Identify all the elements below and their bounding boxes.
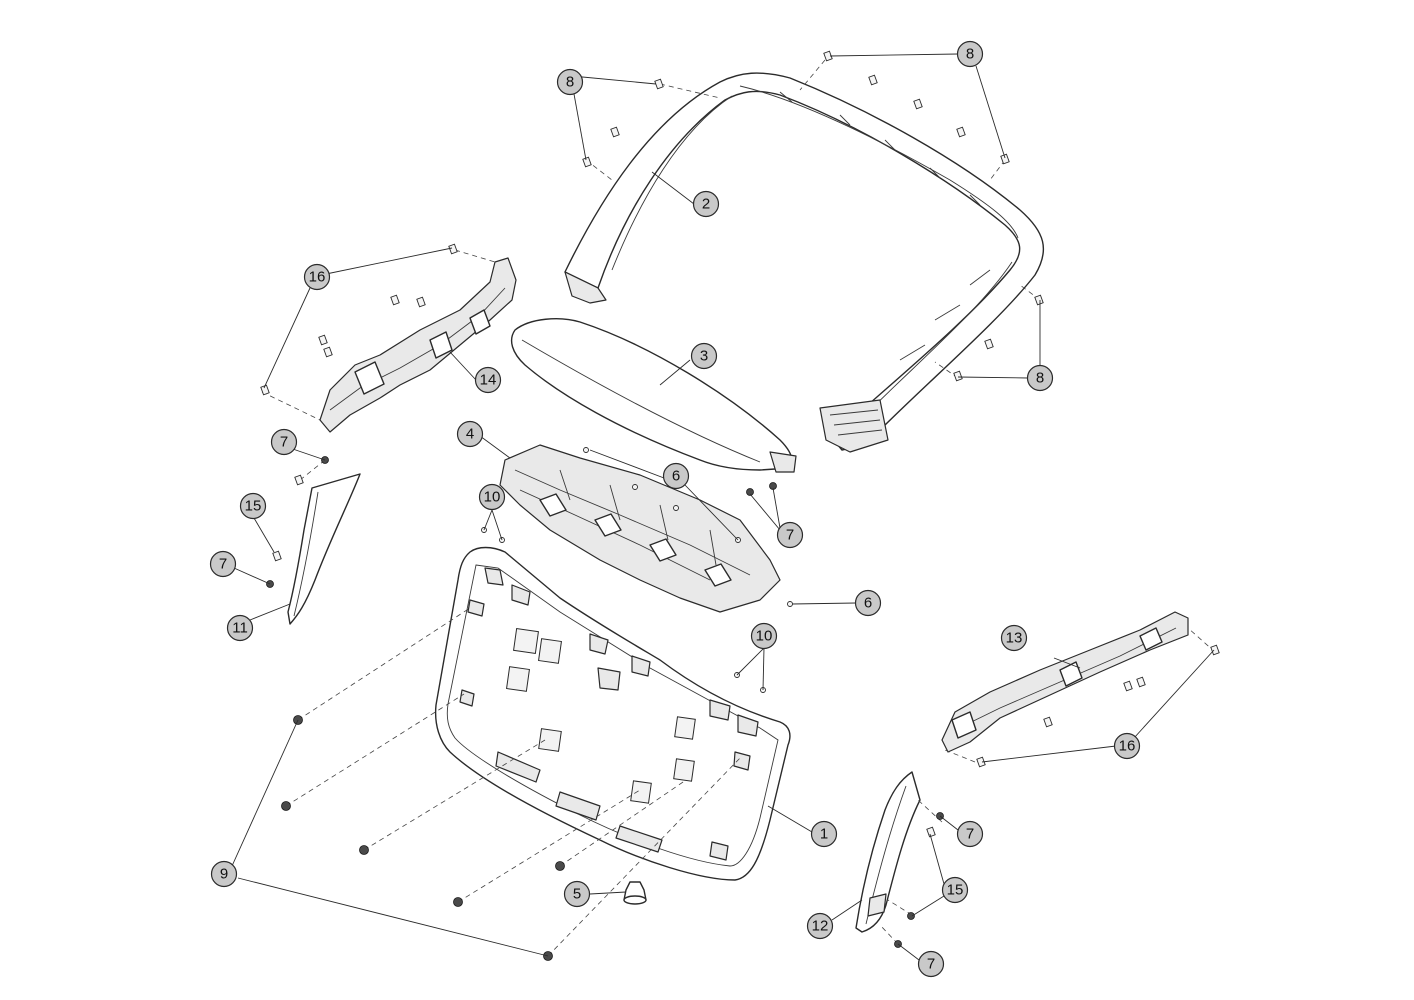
callout-label: 3 (700, 348, 708, 365)
callout-16-right: 16 (1113, 732, 1141, 760)
callout-label: 12 (812, 918, 829, 935)
callout-15-right: 15 (941, 876, 969, 904)
callout-label: 7 (927, 956, 935, 973)
callout-label: 1 (820, 826, 828, 843)
callout-label: 7 (786, 527, 794, 544)
callout-12: 12 (806, 912, 834, 940)
callout-8-top-left: 8 (556, 68, 584, 96)
callout-7-right-upper: 7 (956, 820, 984, 848)
callout-10-right: 10 (750, 622, 778, 650)
upper-spoiler-panel (510, 318, 797, 473)
callout-label: 2 (702, 196, 710, 213)
lower-tailgate-trim-panel (434, 546, 791, 881)
leader-lines (231, 53, 1215, 961)
fasteners (260, 50, 1220, 961)
callout-7-center: 7 (776, 521, 804, 549)
right-pillar-trim (855, 771, 921, 933)
callout-label: 6 (672, 468, 680, 485)
left-side-bracket (319, 257, 517, 433)
callout-label: 7 (219, 556, 227, 573)
callout-label: 13 (1006, 630, 1023, 647)
callout-label: 7 (280, 434, 288, 451)
reinforcement-bracket (499, 444, 781, 613)
callout-1: 1 (810, 820, 838, 848)
callout-3: 3 (690, 342, 718, 370)
assembly-lines (261, 59, 1216, 957)
right-side-bracket (941, 611, 1189, 753)
callout-label: 16 (1119, 738, 1136, 755)
callout-label: 8 (966, 46, 974, 63)
callout-7-left-upper: 7 (270, 428, 298, 456)
callout-label: 14 (480, 372, 497, 389)
callout-5: 5 (563, 880, 591, 908)
center-bumper (623, 881, 647, 905)
callout-label: 9 (220, 866, 228, 883)
callout-label: 15 (947, 882, 964, 899)
callout-label: 16 (309, 269, 326, 286)
callout-6-upper: 6 (662, 462, 690, 490)
callout-16-left: 16 (303, 263, 331, 291)
callout-label: 8 (566, 74, 574, 91)
callout-label: 6 (864, 595, 872, 612)
callout-11: 11 (226, 614, 254, 642)
callout-7-left-lower: 7 (209, 550, 237, 578)
callout-label: 8 (1036, 370, 1044, 387)
callout-13: 13 (1000, 624, 1028, 652)
callout-label: 15 (245, 498, 262, 515)
callout-9: 9 (210, 860, 238, 888)
callout-15-left: 15 (239, 492, 267, 520)
callout-7-right-lower: 7 (917, 950, 945, 978)
callout-8-top-right: 8 (956, 40, 984, 68)
callout-14: 14 (474, 366, 502, 394)
callout-label: 7 (966, 826, 974, 843)
callout-label: 11 (232, 620, 248, 637)
callout-label: 5 (573, 886, 581, 903)
callout-label: 10 (484, 489, 501, 506)
callout-10-left: 10 (478, 483, 506, 511)
callout-6-lower: 6 (854, 589, 882, 617)
callout-8-right: 8 (1026, 364, 1054, 392)
callout-4: 4 (456, 420, 484, 448)
callout-2: 2 (692, 190, 720, 218)
callout-label: 4 (466, 426, 474, 443)
window-frame-trim (564, 72, 1045, 453)
callout-label: 10 (756, 628, 773, 645)
left-pillar-trim (287, 473, 361, 625)
